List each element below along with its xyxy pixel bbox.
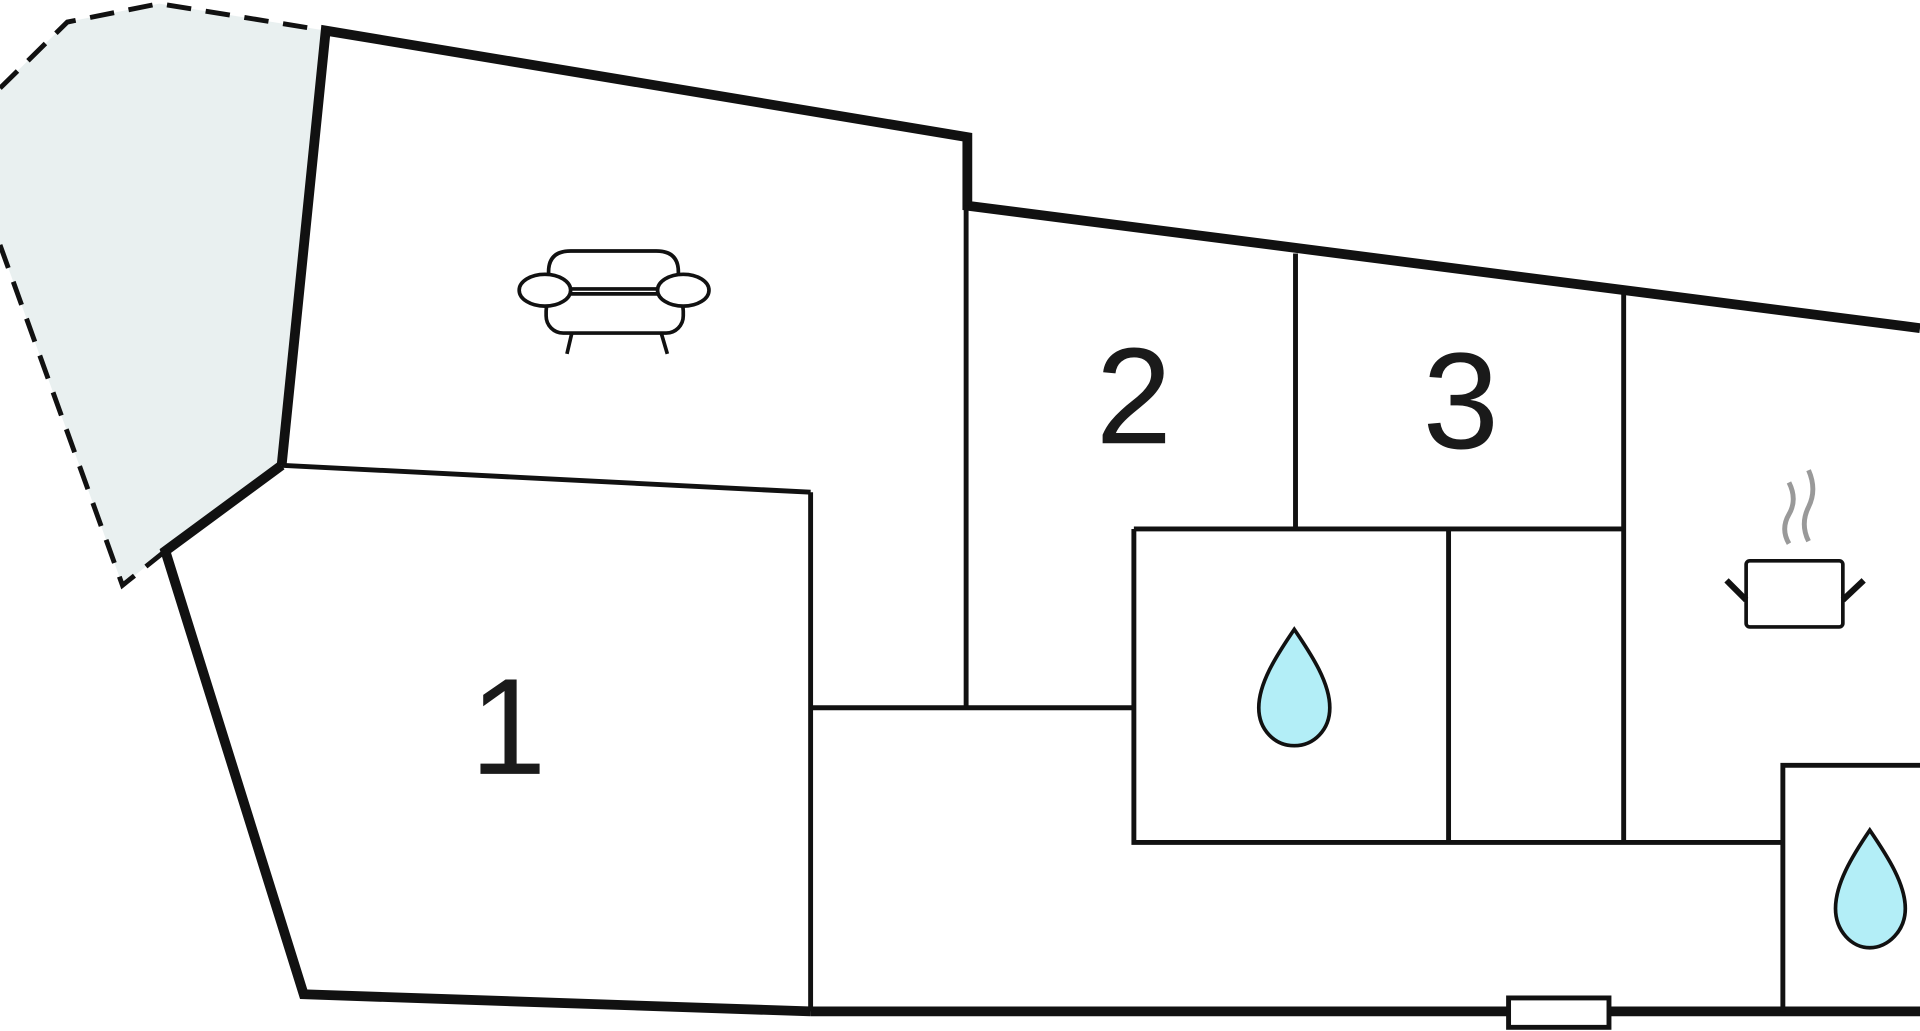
room-number-3: 3 <box>1423 325 1499 478</box>
room-number-2: 2 <box>1096 320 1172 473</box>
water-drop-icon <box>1256 626 1332 748</box>
outer-wall-west <box>159 461 811 1017</box>
sofa-icon <box>517 249 711 355</box>
cooking-pot-icon <box>1724 469 1866 629</box>
terrace-dashed-border <box>0 1 327 90</box>
room-number-1: 1 <box>470 651 546 804</box>
water-drop-icon <box>1833 826 1908 950</box>
wall-bathroom2 <box>1780 762 1920 1012</box>
wall-bathroom-block <box>1131 526 1783 845</box>
inner-walls <box>281 205 1920 1012</box>
outer-wall-top <box>276 24 1920 466</box>
terrace <box>0 1 327 590</box>
outer-walls <box>159 24 1920 1017</box>
door-icon <box>1506 995 1612 1030</box>
terrace-dashed-border-lower <box>0 244 167 590</box>
wall-bedroom1-top <box>281 462 811 495</box>
terrace-area <box>0 3 326 586</box>
